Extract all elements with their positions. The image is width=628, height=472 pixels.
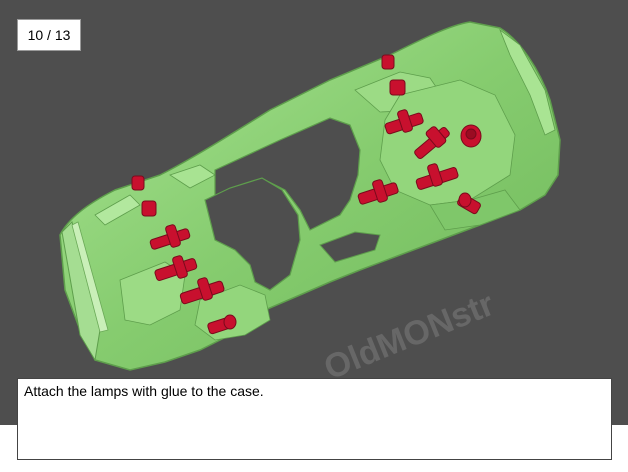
lamp-part: [414, 126, 450, 159]
lamp-part: [141, 200, 157, 217]
lamp-part: [357, 179, 399, 205]
lamp-part: [149, 224, 191, 250]
lamp-part: [381, 54, 395, 70]
lamp-part: [457, 192, 481, 215]
svg-text:OldMONstr: OldMONstr: [319, 285, 500, 387]
watermark-text: OldMONstr: [319, 285, 500, 387]
case-body: [59, 21, 561, 371]
3d-viewport[interactable]: OldMONstr: [0, 0, 628, 425]
lamp-part: [389, 79, 406, 96]
lamp-part: [179, 277, 225, 305]
instruction-caption-box: Attach the lamps with glue to the case.: [17, 378, 612, 460]
instruction-text: Attach the lamps with glue to the case.: [24, 383, 264, 399]
car-case-3d-model: OldMONstr: [59, 21, 561, 387]
lamp-part: [154, 255, 198, 281]
lamp-parts: [131, 54, 482, 335]
lamp-part: [207, 314, 237, 335]
step-counter: 10 / 13: [17, 19, 81, 51]
lamp-part: [415, 163, 459, 190]
lamp-part: [384, 109, 424, 135]
lamp-part: [460, 124, 482, 148]
lamp-part: [131, 175, 145, 191]
